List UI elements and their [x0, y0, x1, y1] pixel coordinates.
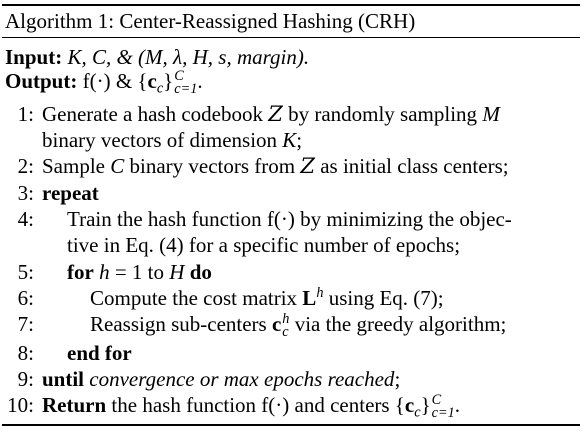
step-number: 4: [17, 207, 34, 232]
sub-center-c: c [271, 312, 282, 337]
output-end: . [197, 69, 203, 94]
keyword-until: until [42, 367, 85, 392]
step-5: 5: for h = 1 to H do [2, 259, 580, 285]
input-line: Input: K, C, & (M, λ, H, s, margin). [2, 44, 580, 70]
keyword-do: do [189, 259, 212, 284]
input-label: Input: [5, 45, 63, 69]
keyword-return: Return [42, 393, 107, 418]
step-3: 3: repeat [2, 180, 580, 206]
step-4: 4: Train the hash function f(·) by minim… [2, 206, 580, 232]
step-1-continued: binary vectors of dimension K; [2, 127, 580, 153]
step-text: the hash function f(·) and centers { [106, 393, 405, 418]
step-text: binary vectors of dimension [42, 128, 283, 153]
algorithm-title: Algorithm 1: Center-Reassigned Hashing (… [2, 6, 580, 38]
output-range-sub: c=1 [174, 81, 198, 98]
var-c: C [110, 154, 125, 179]
step-text: ; [394, 367, 401, 392]
step-number: 10: [7, 393, 34, 418]
centers-range-sub: c=1 [431, 405, 455, 422]
step-8: 8: end for [2, 340, 580, 366]
output-label: Output: [5, 69, 78, 94]
cost-matrix-sup: h [316, 285, 324, 302]
step-number: 1: [17, 101, 34, 126]
keyword-for: for [67, 259, 94, 284]
output-brace: } [163, 69, 174, 94]
step-number: 3: [17, 180, 34, 205]
step-text: Train the hash function f(·) by minimizi… [67, 207, 512, 232]
step-number: 6: [17, 285, 34, 310]
output-range-sup: C [174, 67, 184, 84]
step-text: by randomly sampling [282, 101, 483, 126]
step-text: as initial class centers; [314, 154, 509, 179]
step-10: 10: Return the hash function f(·) and ce… [2, 392, 580, 421]
codebook-symbol: Z [268, 101, 283, 126]
centers-c-sub: c [414, 404, 421, 421]
var-k: K [282, 128, 297, 153]
algorithm-box: Algorithm 1: Center-Reassigned Hashing (… [2, 4, 580, 426]
sub-center-sup: h [282, 310, 290, 327]
step-4-continued: tive in Eq. (4) for a specific number of… [2, 232, 580, 258]
step-text: Compute the cost matrix [90, 285, 303, 310]
step-text: Generate a hash codebook [42, 101, 269, 126]
output-c: c [147, 69, 157, 94]
step-number: 2: [17, 154, 34, 179]
step-number: 5: [17, 259, 34, 284]
step-1: 1: Generate a hash codebook Z by randoml… [2, 101, 580, 127]
var-h: h [99, 259, 110, 284]
step-2: 2: Sample C binary vectors from Z as ini… [2, 153, 580, 179]
step-number: 7: [17, 312, 34, 337]
keyword-end-for: end for [67, 340, 132, 365]
output-c-sub: c [156, 80, 164, 97]
step-number: 9: [17, 367, 34, 392]
step-9: 9: until convergence or max epochs reach… [2, 366, 580, 392]
var-H: H [169, 259, 185, 284]
step-text: binary vectors from [124, 154, 301, 179]
until-condition: convergence or max epochs reached [84, 367, 395, 392]
centers-range-sup: C [431, 391, 442, 408]
sub-center-sub: c [282, 324, 289, 341]
step-number: 8: [17, 340, 34, 365]
algorithm-body: Input: K, C, & (M, λ, H, s, margin). Out… [2, 38, 580, 421]
codebook-symbol: Z [300, 154, 315, 179]
step-text: Sample [42, 154, 111, 179]
centers-c: c [404, 393, 415, 418]
centers-brace: } [420, 393, 431, 418]
step-text: = 1 to [109, 259, 170, 284]
step-text: Reassign sub-centers [90, 312, 272, 337]
step-6: 6: Compute the cost matrix Lh using Eq. … [2, 285, 580, 311]
step-text: ; [296, 128, 303, 153]
step-text: . [454, 393, 460, 418]
step-text: via the greedy algorithm; [289, 312, 507, 337]
input-text: K, C, & (M, λ, H, s, margin). [67, 45, 310, 69]
cost-matrix-L: L [302, 285, 317, 310]
var-m: M [482, 101, 500, 126]
step-text: using Eq. (7); [323, 285, 444, 310]
output-text: f(·) & { [82, 69, 148, 94]
keyword-repeat: repeat [42, 180, 99, 205]
step-text: tive in Eq. (4) for a specific number of… [67, 233, 461, 258]
